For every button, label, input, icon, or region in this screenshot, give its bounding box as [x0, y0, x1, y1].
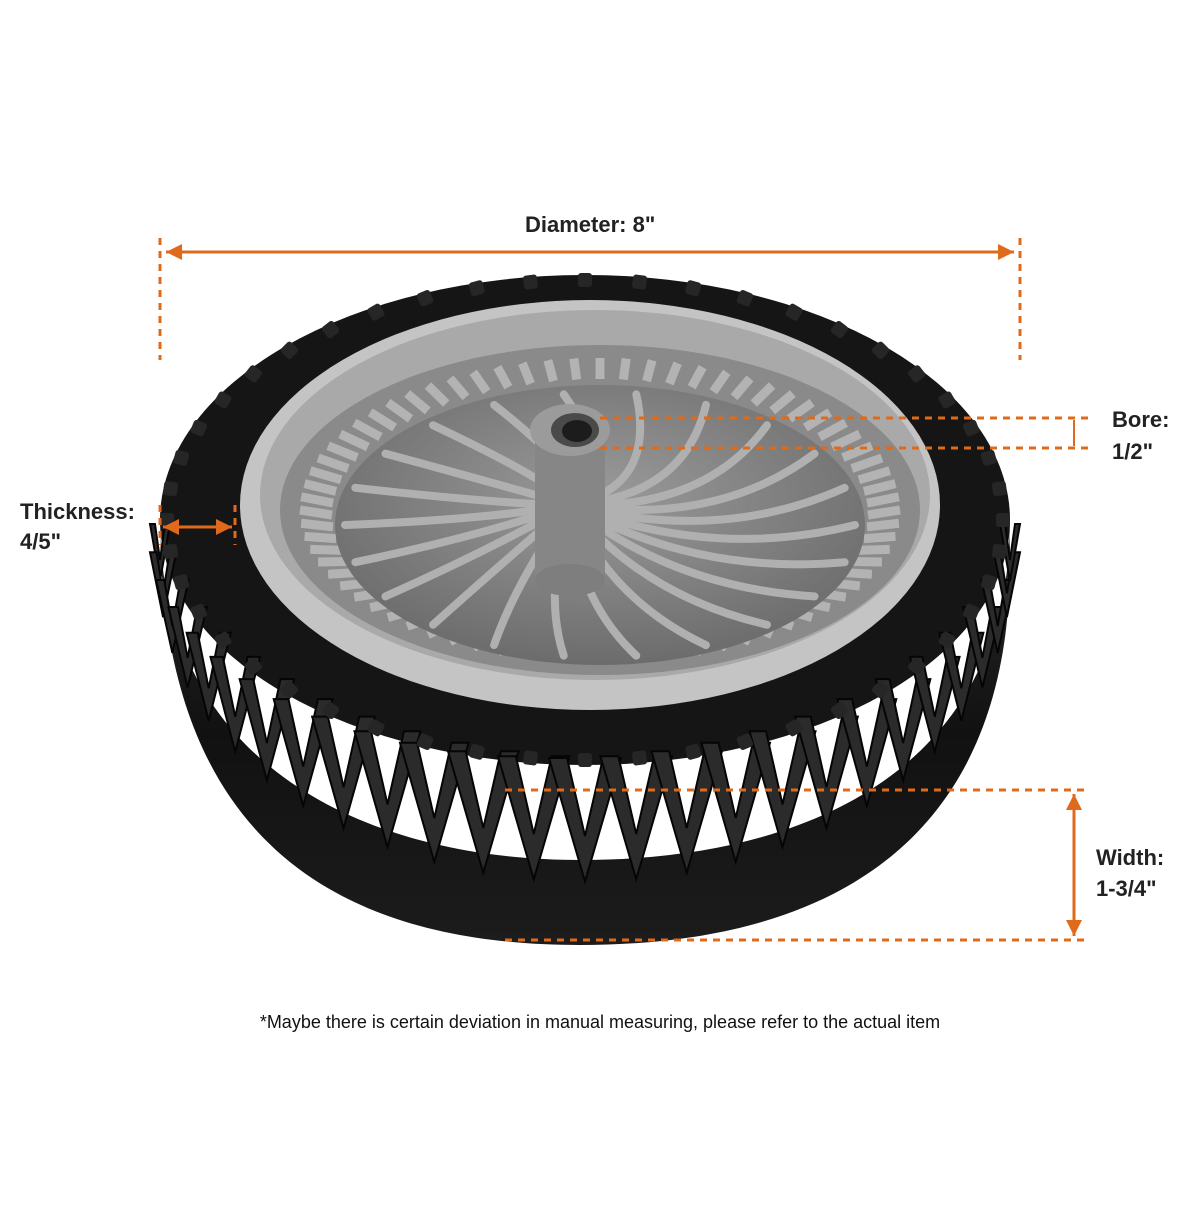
- bore-label: Bore:: [1112, 407, 1169, 433]
- tread-lug: [523, 274, 539, 290]
- thickness-label: Thickness:: [20, 499, 135, 525]
- gear-tooth: [859, 549, 890, 550]
- gear-tooth: [623, 359, 626, 380]
- tread-lug: [523, 750, 539, 766]
- rim: [240, 300, 940, 710]
- tread-lug: [163, 481, 179, 497]
- gear-tooth: [868, 510, 900, 515]
- gear-tooth: [301, 523, 333, 527]
- tread-lug: [632, 274, 648, 290]
- width-value: 1-3/4": [1096, 876, 1157, 902]
- arrow-head: [1066, 920, 1082, 936]
- gear-tooth: [305, 536, 337, 538]
- tread-lug: [992, 543, 1008, 559]
- thickness-value: 4/5": [20, 529, 61, 555]
- tread-lug: [163, 543, 179, 559]
- tread-lug: [578, 273, 592, 287]
- measurement-disclaimer: *Maybe there is certain deviation in man…: [0, 1012, 1200, 1033]
- arrow-head: [166, 244, 182, 260]
- arrow-head: [1066, 794, 1082, 810]
- diameter-label: Diameter: 8": [525, 212, 655, 238]
- arrow-head: [998, 244, 1014, 260]
- gear-tooth: [574, 359, 577, 380]
- tread-lug: [996, 513, 1010, 527]
- gear-tooth: [647, 360, 653, 381]
- tread-lug: [992, 481, 1008, 497]
- tread-lug: [632, 750, 648, 766]
- gear-tooth: [867, 497, 899, 503]
- tread-lug: [578, 753, 592, 767]
- width-label: Width:: [1096, 845, 1164, 871]
- gear-tooth: [310, 549, 341, 550]
- gear-tooth: [300, 510, 332, 515]
- bore-value: 1/2": [1112, 439, 1153, 465]
- gear-tooth: [864, 536, 896, 538]
- gear-tooth: [867, 523, 899, 527]
- gear-tooth: [548, 360, 554, 381]
- gear-tooth: [301, 497, 333, 503]
